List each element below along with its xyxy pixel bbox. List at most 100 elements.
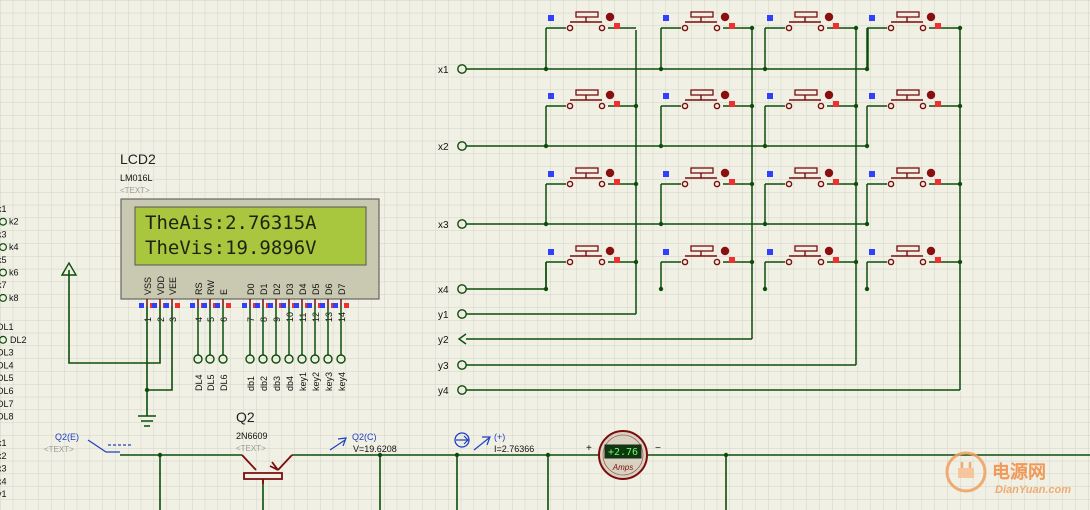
left-label-dl4: DL4 [0, 360, 14, 370]
left-label-k5: k5 [0, 255, 7, 265]
lcd-screen [134, 206, 367, 266]
lcd-pin-num-10: 10 [285, 312, 295, 322]
lcd-pin-num-3: 3 [168, 317, 178, 322]
terminal-label-key2: key2 [311, 372, 321, 391]
terminal-key2[interactable] [310, 354, 320, 364]
terminal-dl4[interactable] [193, 354, 203, 364]
keypad-button-r4c1[interactable] [548, 245, 620, 266]
terminal-k4 [0, 243, 7, 252]
row-label-x1: x1 [438, 65, 449, 76]
transistor-placeholder: <TEXT> [236, 444, 266, 453]
lcd-pin-name-d7: D7 [337, 283, 347, 295]
left-label-k1: k1 [0, 204, 7, 214]
terminal-label-key3: key3 [324, 372, 334, 391]
keypad-button-r4c3[interactable] [767, 245, 839, 266]
keypad-button-r2c4[interactable] [869, 89, 941, 110]
left-label-k6: k6 [9, 268, 19, 278]
left-label-dl2: DL2 [10, 335, 27, 345]
keypad-button-r3c2[interactable] [663, 167, 735, 188]
lcd-pin-num-13: 13 [324, 312, 334, 322]
left-label-dl7: DL7 [0, 399, 14, 409]
left-label-k7: k7 [0, 280, 7, 290]
terminal-label-db3: db3 [272, 376, 282, 391]
junction-dot [144, 387, 150, 393]
lcd-pin-num-4: 4 [194, 317, 204, 322]
left-label-bottom-x1: x1 [0, 438, 7, 448]
lcd-pin-name-rs: RS [194, 282, 204, 295]
keypad-button-r3c4[interactable] [869, 167, 941, 188]
row-label-x2: x2 [438, 142, 449, 153]
keypad-button-r2c3[interactable] [767, 89, 839, 110]
left-edge-labels: k1k2k3k4k5k6k7k8DL1DL2DL3DL4DL5DL6DL7DL8… [0, 204, 27, 499]
lcd-pin-name-d0: D0 [246, 283, 256, 295]
collector-probe-icon [329, 439, 346, 451]
keypad-button-r2c2[interactable] [663, 89, 735, 110]
col-label-y2: y2 [438, 335, 449, 346]
lcd-pin-name-vdd: VDD [156, 275, 166, 295]
lcd-module[interactable]: LCD2 LM016L <TEXT> TheAis:2.76315A TheVi… [120, 151, 380, 322]
row-label-x3: x3 [438, 220, 449, 231]
terminal-label-db4: db4 [285, 376, 295, 391]
terminal-key4[interactable] [336, 354, 346, 364]
left-label-dl6: DL6 [0, 386, 14, 396]
keypad-button-r4c2[interactable] [663, 245, 735, 266]
terminal-k2 [0, 217, 7, 226]
lcd-pin-name-vee: VEE [168, 277, 178, 295]
left-label-bottom-x4: x4 [0, 476, 7, 486]
lcd-line-1: TheAis:2.76315A [145, 212, 317, 234]
current-probe-label: (+) [494, 432, 505, 442]
power-arrow-icon [60, 261, 78, 276]
terminal-k6 [0, 268, 7, 277]
current-probe-value: I=2.76366 [494, 444, 534, 454]
terminal-db3[interactable] [271, 354, 281, 364]
terminal-db4[interactable] [284, 354, 294, 364]
keypad-button-r1c4[interactable] [869, 11, 941, 32]
lcd-pin-num-9: 9 [272, 317, 282, 322]
col-terminal-y2[interactable] [457, 333, 467, 345]
left-label-k2: k2 [9, 217, 19, 227]
ammeter[interactable]: + − +2.76 Amps [586, 430, 661, 480]
keypad-button-r3c1[interactable] [548, 167, 620, 188]
terminal-db1[interactable] [245, 354, 255, 364]
keypad-button-r2c1[interactable] [548, 89, 620, 110]
lcd-pin-num-6: 6 [219, 317, 229, 322]
emitter-probe-label: Q2(E) [55, 432, 79, 442]
left-label-k4: k4 [9, 242, 19, 252]
current-probe-icon [454, 432, 470, 448]
lcd-text-placeholder: <TEXT> [120, 186, 150, 195]
collector-probe-value: V=19.6208 [353, 444, 397, 454]
lcd-pin-name-d5: D5 [311, 283, 321, 295]
col-label-y3: y3 [438, 361, 449, 372]
keypad-button-r1c3[interactable] [767, 11, 839, 32]
watermark-en: DianYuan.com [995, 484, 1071, 496]
left-label-dl8: DL8 [0, 412, 14, 422]
left-label-k8: k8 [9, 293, 19, 303]
transistor-symbol[interactable] [241, 454, 293, 484]
terminal-label-dl6: DL6 [219, 374, 229, 391]
terminal-label-dl5: DL5 [206, 374, 216, 391]
lcd-pin-name-vss: VSS [143, 277, 153, 295]
lcd-pin-name-e: E [219, 289, 229, 295]
transistor-ref: Q2 [236, 409, 255, 425]
keypad-button-r3c3[interactable] [767, 167, 839, 188]
lcd-pin-num-5: 5 [206, 317, 216, 322]
terminal-label-db2: db2 [259, 376, 269, 391]
watermark-cn: 电源网 [992, 461, 1046, 483]
row-label-x4: x4 [438, 285, 449, 296]
terminal-key1[interactable] [297, 354, 307, 364]
left-label-dl1: DL1 [0, 322, 14, 332]
left-label-bottom-x2: x2 [0, 451, 7, 461]
keypad-button-r1c1[interactable] [548, 11, 620, 32]
emitter-probe-icon [87, 439, 120, 453]
ammeter-reading: +2.76 [608, 447, 638, 458]
terminal-dl5[interactable] [205, 354, 215, 364]
terminal-label-key1: key1 [298, 372, 308, 391]
terminal-key3[interactable] [323, 354, 333, 364]
keypad-button-r4c4[interactable] [869, 245, 941, 266]
terminal-dl6[interactable] [218, 354, 228, 364]
terminal-db2[interactable] [258, 354, 268, 364]
col-label-y4: y4 [438, 386, 449, 397]
keypad-button-r1c2[interactable] [663, 11, 735, 32]
